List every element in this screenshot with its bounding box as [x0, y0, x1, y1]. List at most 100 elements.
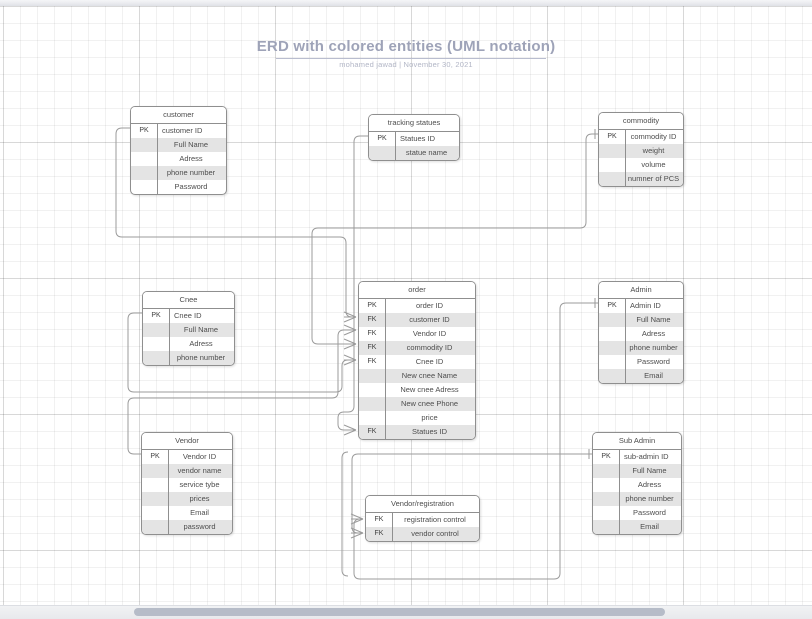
attribute-name: prices — [189, 494, 210, 503]
attribute-key: FK — [366, 513, 393, 527]
attribute-row[interactable]: Email — [142, 506, 232, 520]
attribute-name: Statues ID — [411, 427, 448, 436]
attribute-row[interactable]: Full Name — [593, 464, 681, 478]
attribute-key — [131, 180, 158, 194]
attribute-key — [142, 478, 169, 492]
attribute-row[interactable]: phone number — [599, 341, 683, 355]
attribute-row[interactable]: prices — [142, 492, 232, 506]
link-commodity-order — [311, 133, 598, 345]
canvas-top-edge — [0, 0, 812, 6]
attribute-row[interactable]: Full Name — [143, 323, 234, 337]
attribute-name: Adress — [179, 154, 203, 163]
attribute-row[interactable]: New cnee Phone — [359, 397, 475, 411]
link-cnee-order — [127, 312, 356, 393]
attribute-row[interactable]: statue name — [369, 146, 459, 160]
attribute-row[interactable]: Password — [599, 355, 683, 369]
attribute-name: Vendor ID — [182, 452, 217, 461]
entity-title-tracking-statues: tracking statues — [369, 115, 459, 132]
attribute-row[interactable]: phone number — [143, 351, 234, 365]
attribute-key — [599, 355, 626, 369]
attribute-row[interactable]: weight — [599, 144, 683, 158]
entity-title-order: order — [359, 282, 475, 299]
attribute-row[interactable]: FK commodity ID — [359, 341, 475, 355]
attribute-row[interactable]: New cnee Name — [359, 369, 475, 383]
entity-title-customer: customer — [131, 107, 226, 124]
attribute-name: Password — [174, 182, 208, 191]
attribute-row[interactable]: price — [359, 411, 475, 425]
attribute-row[interactable]: Adress — [143, 337, 234, 351]
attribute-row[interactable]: service tybe — [142, 478, 232, 492]
attribute-key — [359, 369, 386, 383]
attribute-key: PK — [131, 124, 158, 138]
attribute-name: Full Name — [632, 466, 667, 475]
attribute-row[interactable]: Adress — [593, 478, 681, 492]
attribute-name: commodity ID — [630, 132, 677, 141]
attribute-row[interactable]: Adress — [131, 152, 226, 166]
attribute-name: Full Name — [173, 140, 209, 149]
attribute-name: volume — [641, 160, 666, 169]
attribute-name: statue name — [405, 148, 448, 157]
attribute-row[interactable]: volume — [599, 158, 683, 172]
title-divider — [276, 58, 546, 59]
attribute-key — [599, 369, 626, 383]
attribute-name: phone number — [176, 353, 226, 362]
rail-left-upper — [341, 451, 349, 577]
attribute-name: Admin ID — [630, 301, 661, 310]
attribute-name: password — [183, 522, 216, 531]
attribute-name: Adress — [189, 339, 213, 348]
attribute-row[interactable]: numner of PCS — [599, 172, 683, 186]
attribute-row[interactable]: Password — [131, 180, 226, 194]
attribute-row[interactable]: Email — [593, 520, 681, 534]
attribute-row[interactable]: vendor name — [142, 464, 232, 478]
horizontal-scrollbar[interactable] — [0, 605, 812, 619]
attribute-name: numner of PCS — [627, 174, 680, 183]
entity-title-admin: Admin — [599, 282, 683, 299]
attribute-key — [131, 138, 158, 152]
attribute-row[interactable]: password — [142, 520, 232, 534]
attribute-key: FK — [359, 341, 386, 355]
entity-title-vendor: Vendor — [142, 433, 232, 450]
attribute-name: Email — [190, 508, 209, 517]
attribute-name: commodity ID — [406, 343, 453, 352]
attribute-row[interactable]: Password — [593, 506, 681, 520]
attribute-name: Email — [640, 522, 659, 531]
attribute-key — [593, 492, 620, 506]
entity-title-commodity: commodity — [599, 113, 683, 130]
attribute-row[interactable]: phone number — [593, 492, 681, 506]
attribute-row[interactable]: New cnee Adress — [359, 383, 475, 397]
attribute-name: New cnee Name — [401, 371, 458, 380]
attribute-row[interactable]: Adress — [599, 327, 683, 341]
attribute-key — [143, 337, 170, 351]
attribute-row[interactable]: Full Name — [131, 138, 226, 152]
attribute-row[interactable]: Email — [599, 369, 683, 383]
attribute-row[interactable]: Full Name — [599, 313, 683, 327]
attribute-row[interactable]: phone number — [131, 166, 226, 180]
horizontal-scrollbar-thumb[interactable] — [134, 608, 665, 616]
attribute-key — [369, 146, 396, 160]
